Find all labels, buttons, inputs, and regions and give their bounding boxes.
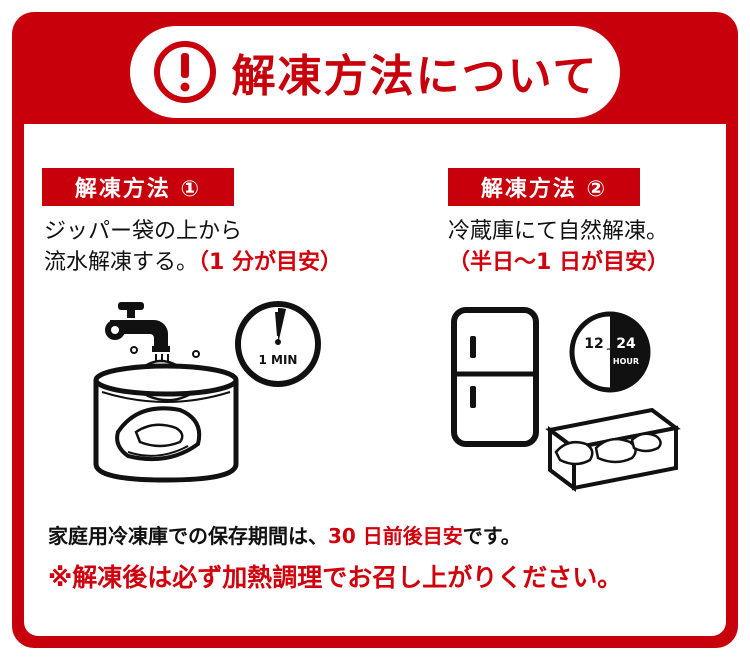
clock-start-label: 12 — [584, 336, 603, 352]
method1-label: 解凍方法 ① — [42, 168, 234, 206]
fridge-box-illustration: 12 ~ 24 HOUR — [451, 307, 681, 492]
timer-label: 1 MIN — [259, 353, 298, 367]
exclamation-circle-icon — [153, 41, 216, 103]
storage-note-prefix: 家庭用冷凍庫での保存期間は、 — [48, 524, 328, 548]
method2-description: 冷蔵庫にて自然解凍。 （半日〜1 日が目安） — [448, 216, 669, 278]
faucet-icon — [105, 302, 170, 352]
cooking-warning: ※解凍後は必ず加熱調理でお召し上がりください。 — [48, 563, 623, 592]
clock-end-label: 24 — [616, 336, 636, 352]
title-banner: 解凍方法について — [130, 26, 620, 118]
method1-line2: 流水解凍する。（1 分が目安） — [44, 247, 342, 278]
method1-description: ジッパー袋の上から 流水解凍する。（1 分が目安） — [44, 216, 342, 278]
method1-duration: （1 分が目安） — [198, 250, 342, 275]
method1-line1: ジッパー袋の上から — [44, 219, 243, 244]
storage-note-suffix: です。 — [462, 524, 521, 548]
refrigerator-icon — [451, 307, 539, 447]
clock-tilde: ~ — [606, 344, 614, 355]
method2-label: 解凍方法 ② — [448, 168, 640, 206]
storage-period: 30 日前後目安 — [328, 524, 463, 548]
water-bowl-icon — [93, 363, 239, 483]
method2-duration: （半日〜1 日が目安） — [448, 250, 669, 275]
oyster-bag-icon — [115, 406, 202, 462]
storage-note: 家庭用冷凍庫での保存期間は、30 日前後目安です。 — [48, 520, 708, 549]
method1-line2-text: 流水解凍する。 — [44, 250, 199, 275]
clock-icon: 12 ~ 24 HOUR — [569, 311, 651, 393]
clock-unit-label: HOUR — [613, 357, 639, 366]
timer-icon: 1 MIN — [235, 301, 321, 387]
method2-line1: 冷蔵庫にて自然解凍。 — [448, 219, 669, 244]
oyster-box-icon — [545, 407, 681, 492]
page-title: 解凍方法について — [231, 51, 599, 102]
faucet-bowl-illustration: 1 MIN — [93, 301, 321, 483]
